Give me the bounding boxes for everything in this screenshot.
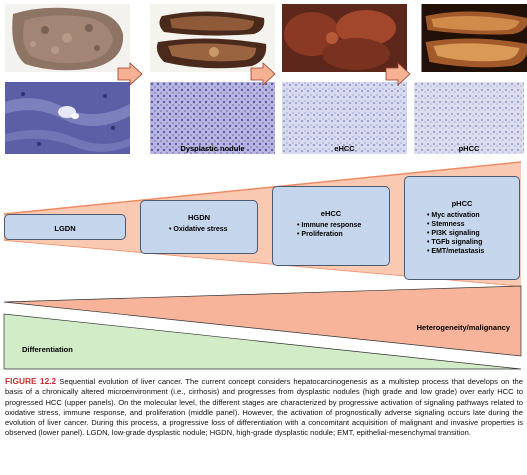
caption-text: Sequential evolution of liver cancer. Th…: [5, 377, 523, 438]
figure-label: FIGURE 12.2: [5, 376, 57, 386]
stage-title: LGDN: [54, 224, 76, 233]
pathway-item: EMT/metastasis: [427, 247, 519, 256]
dysplastic-nodule-label: Dysplastic nodule: [180, 144, 244, 153]
pathway-activation-wedge: [4, 162, 521, 240]
ehcc-histology: eHCC: [282, 82, 407, 154]
heterogeneity-label: Heterogeneity/malignancy: [417, 323, 511, 332]
differentiation-wedge: [3, 313, 522, 370]
ehcc-panel-label: eHCC: [334, 144, 355, 153]
stage-box-ehcc: eHCC Immune response Proliferation: [272, 186, 390, 266]
pathway-item: Oxidative stress: [169, 225, 257, 234]
progression-arrow-icon: [385, 62, 411, 86]
differentiation-malignancy-diagram: Heterogeneity/malignancy Differentiation: [3, 285, 522, 370]
pathway-item: Myc activation: [427, 211, 519, 220]
stage-title: HGDN: [187, 213, 211, 222]
dysplastic-nodule-photo: [150, 4, 275, 72]
phcc-histology: pHCC: [414, 82, 524, 154]
progression-arrow-icon: [250, 62, 276, 86]
molecular-progression-diagram: [3, 161, 522, 287]
pathway-item: PI3K signaling: [427, 229, 519, 238]
pathway-item: Proliferation: [297, 230, 389, 239]
stage-title: eHCC: [320, 209, 342, 218]
phcc-panel-label: pHCC: [459, 144, 480, 153]
stage-pathway-list: Myc activation Stemness PI3K signaling T…: [427, 211, 519, 256]
progression-arrow-icon: [117, 62, 143, 86]
heterogeneity-wedge: [3, 285, 522, 357]
stage-box-lgdn: LGDN: [4, 214, 126, 240]
stage-title: pHCC: [451, 199, 473, 208]
stage-box-hgdn: HGDN Oxidative stress: [140, 200, 258, 254]
phcc-photo: [421, 4, 527, 72]
stage-pathway-list: Oxidative stress: [169, 225, 257, 234]
pathway-item: Stemness: [427, 220, 519, 229]
differentiation-label: Differentiation: [22, 345, 73, 354]
stage-box-phcc: pHCC Myc activation Stemness PI3K signal…: [404, 176, 520, 280]
dysplastic-histology: Dysplastic nodule: [150, 82, 275, 154]
pathway-item: TGFb signaling: [427, 238, 519, 247]
stage-pathway-list: Immune response Proliferation: [297, 221, 389, 239]
liver-cirrhosis-photo: [5, 4, 130, 72]
pathway-item: Immune response: [297, 221, 389, 230]
ehcc-photo: [282, 4, 407, 72]
wedge-top-edge: [3, 161, 522, 215]
cirrhosis-histology: [5, 82, 130, 154]
figure-caption: FIGURE 12.2 Sequential evolution of live…: [5, 376, 523, 439]
